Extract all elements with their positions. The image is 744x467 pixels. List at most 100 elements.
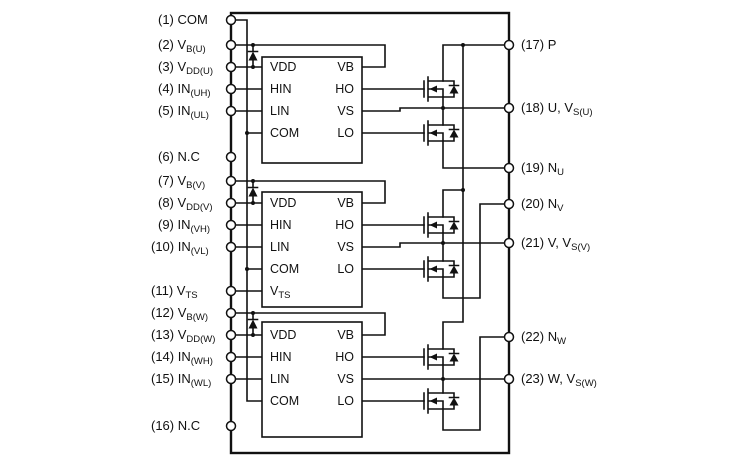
pin-label-11: (11) VTS [151,283,198,301]
wire-phase-nodes [442,96,506,431]
junction-dot [251,333,255,337]
driver-ic-outline [261,321,363,438]
pin-label-1: (1) COM [158,12,208,27]
body-arrow [429,397,437,405]
pin-terminal-3 [225,61,237,73]
pin-label-22: (22) NW [521,329,566,347]
mosfet-w-low [423,388,460,414]
pin-label-23: (23) W, VS(W) [521,371,597,389]
pin-terminal-14 [225,351,237,363]
pin-terminal-8 [225,197,237,209]
junction-dot [245,267,249,271]
pin-terminal-20 [503,198,515,210]
junction-dot [461,43,465,47]
ic-pin-label: LO [337,394,354,408]
pin-terminal-13 [225,329,237,341]
wire-com-bus [234,19,263,402]
ic-pin-label: VDD [270,328,296,342]
mosfet-u-high [423,76,460,102]
ic-pin-label: LIN [270,240,289,254]
pin-terminal-9 [225,219,237,231]
junction-dot [441,241,445,245]
pin-label-16: (16) N.C [151,418,200,433]
ic-pin-label: HIN [270,218,292,232]
pin-terminal-18 [503,102,515,114]
driver-block-v: VDD HIN LIN COM VTS VB HO VS LO [261,191,363,308]
ic-pin-label: VTS [270,284,290,301]
ic-pin-label: LO [337,126,354,140]
body-arrow [429,353,437,361]
ic-pin-label: LIN [270,104,289,118]
pin-label-15: (15) IN(WL) [151,371,211,389]
pin-terminal-19 [503,162,515,174]
ic-pin-label: VB [337,196,354,210]
pin-terminal-6 [225,151,237,163]
left-pin-labels: (1) COM (2) VB(U) (3) VDD(U) (4) IN(UH) … [151,12,215,433]
driver-block-u: VDD HIN LIN COM VB HO VS LO [261,56,363,164]
pin-terminal-11 [225,285,237,297]
ic-pin-label: VS [337,104,354,118]
body-diode-triangle [449,129,459,138]
junction-dot [441,377,445,381]
pin-label-17: (17) P [521,37,556,52]
pin-terminal-10 [225,241,237,253]
right-pin-labels: (17) P (18) U, VS(U) (19) NU (20) NV (21… [521,37,597,389]
ic-pin-label: COM [270,126,299,140]
body-diode-triangle [449,265,459,274]
pin-label-9: (9) IN(VH) [158,217,210,235]
pin-label-10: (10) IN(VL) [151,239,209,257]
pin-label-3: (3) VDD(U) [158,59,213,77]
ic-pin-label: HO [335,218,354,232]
pin-terminal-12 [225,307,237,319]
pin-terminal-1 [225,14,237,26]
diode-triangle [248,51,258,61]
junction-dot [251,201,255,205]
pin-terminal-22 [503,331,515,343]
ic-pin-label: VDD [270,60,296,74]
wire-p-rail [442,44,506,350]
module-boundary [229,11,511,455]
pin-terminal-15 [225,373,237,385]
ic-pin-label: VDD [270,196,296,210]
pin-label-4: (4) IN(UH) [158,81,211,99]
ic-pin-label: COM [270,394,299,408]
driver-ic-outline [261,56,363,164]
ic-pin-label: HIN [270,350,292,364]
mosfet-u-low [423,120,460,146]
pin-terminal-21 [503,237,515,249]
junction-dot [441,106,445,110]
bootstrap-diode-v [247,180,259,204]
pin-label-7: (7) VB(V) [158,173,205,191]
wire-vs-outputs [361,107,506,380]
pin-terminal-4 [225,83,237,95]
pin-terminal-5 [225,105,237,117]
ic-pin-label: HO [335,82,354,96]
body-arrow [429,85,437,93]
pin-terminal-17 [503,39,515,51]
pin-terminal-23 [503,373,515,385]
bootstrap-diode-w [247,312,259,336]
body-diode-triangle [449,221,459,230]
body-diode-triangle [449,85,459,94]
diode-triangle [248,319,258,329]
junction-dot [251,43,255,47]
body-arrow [429,129,437,137]
diode-triangle [248,187,258,197]
body-diode-triangle [449,353,459,362]
junction-dots [245,43,465,381]
ic-pin-label: HO [335,350,354,364]
junction-dot [251,179,255,183]
body-arrow [429,221,437,229]
ic-pin-label: COM [270,262,299,276]
pin-label-20: (20) NV [521,196,564,214]
ic-pin-label: VB [337,60,354,74]
driver-block-w: VDD HIN LIN COM VB HO VS LO [261,321,363,438]
pin-label-6: (6) N.C [158,149,200,164]
wire-vb-routes [234,44,386,336]
wire-left-pin-stubs [234,66,263,380]
body-arrow [429,265,437,273]
ic-pin-label: LIN [270,372,289,386]
pin-label-18: (18) U, VS(U) [521,100,593,118]
wire-gate-feeds [361,88,425,402]
pin-label-5: (5) IN(UL) [158,103,209,121]
